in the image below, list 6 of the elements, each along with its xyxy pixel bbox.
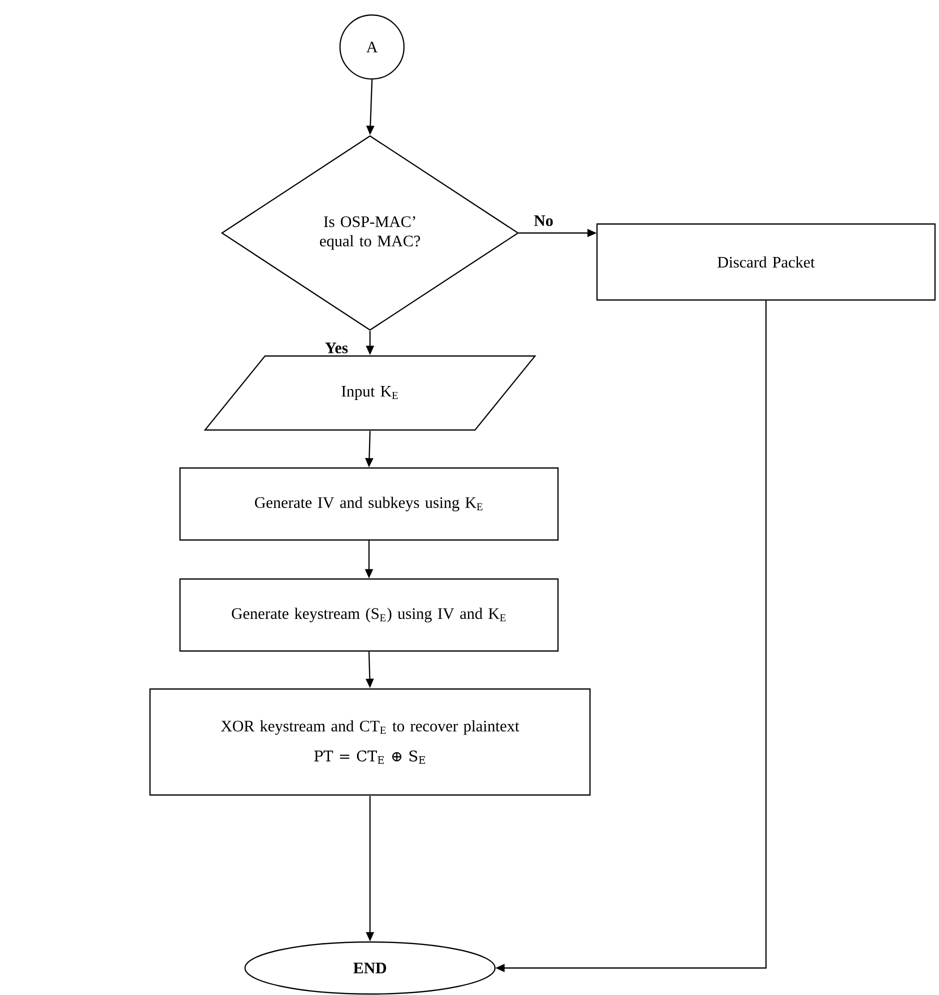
edge-label: No <box>532 214 555 228</box>
edge-label: Yes <box>324 341 350 355</box>
process-box: XOR keystream and CT$_{E}$ to recover plaintext PT = CT$_{E}$ ⊕ S$_{E}$ <box>149 688 591 796</box>
process-box: Generate keystream (S$_{E}$) using IV and K$_{E}$ <box>179 578 559 652</box>
process-box: Discard Packet <box>596 223 936 301</box>
process-box: Generate IV and subkeys using K$_{E}$ <box>179 467 559 541</box>
